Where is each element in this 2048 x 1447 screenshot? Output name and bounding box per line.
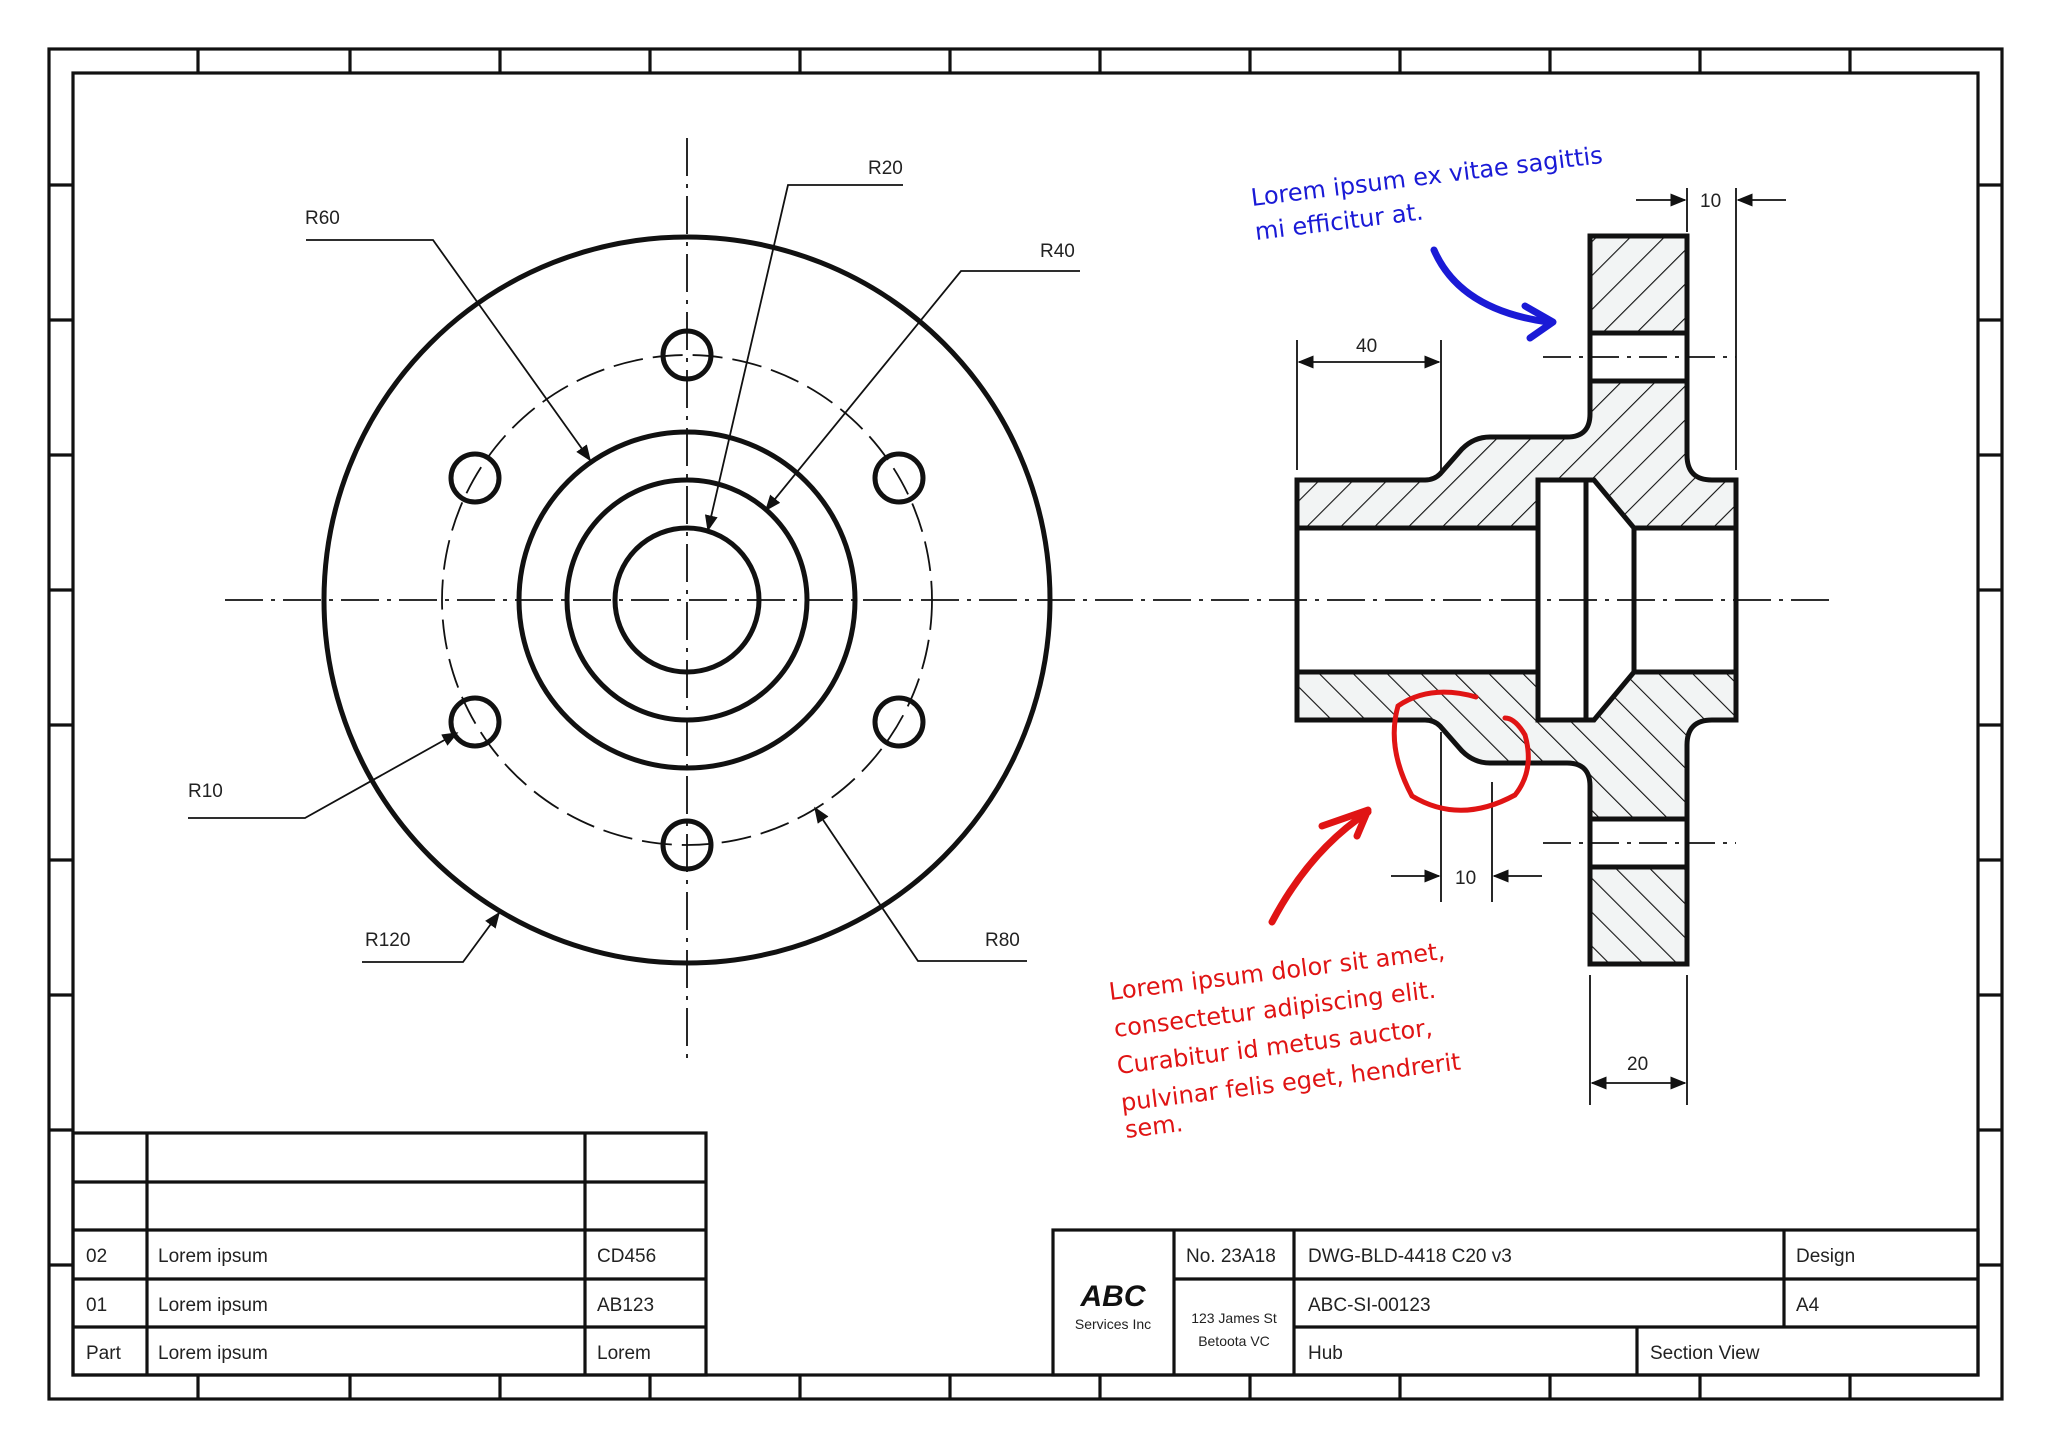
parts-list: 02 Lorem ipsum CD456 01 Lorem ipsum AB12… (71, 1131, 708, 1377)
label-r60: R60 (305, 208, 340, 229)
leader-r80 (814, 806, 1027, 962)
red-note-line: sem. (1123, 1109, 1184, 1144)
bolt-hole (660, 328, 714, 382)
leader-r120 (362, 911, 500, 963)
section-view: 10 40 10 20 (1294, 188, 1786, 1105)
red-arrow-icon (1268, 808, 1372, 926)
bolt-hole (448, 451, 502, 505)
label-r120: R120 (365, 930, 410, 951)
parts-row-desc: Lorem ipsum (158, 1246, 268, 1267)
front-view: R20 R40 R60 R10 R120 R80 (188, 138, 1830, 1065)
address-line2: Betoota VC (1198, 1333, 1270, 1349)
dim-fillet-gap (1391, 732, 1542, 902)
flange-top (1587, 233, 1690, 336)
bolt-hole (660, 818, 714, 872)
parts-header-code: Lorem (597, 1343, 651, 1364)
label-r20: R20 (868, 158, 903, 179)
company-name: Services Inc (1075, 1316, 1151, 1332)
project-id: ABC-SI-00123 (1308, 1295, 1431, 1316)
section-upper-body (1294, 378, 1739, 531)
section-lower-body (1294, 669, 1739, 822)
address-line1: 123 James St (1191, 1310, 1277, 1326)
leader-r40 (764, 270, 1080, 512)
dim-top-flange (1636, 188, 1786, 470)
view-name: Section View (1650, 1343, 1760, 1364)
dim-label-20: 20 (1627, 1054, 1648, 1075)
outer-circle-r120 (321, 234, 1053, 966)
label-r40: R40 (1040, 241, 1075, 262)
title-block: ABC Services Inc No. 23A18 123 James St … (1051, 1228, 1980, 1377)
red-annotation: Lorem ipsum dolor sit amet, consectetur … (1107, 689, 1531, 1144)
leader-r10 (188, 732, 459, 819)
dim-label-bottom-10: 10 (1455, 868, 1476, 889)
parts-row-no: 01 (86, 1295, 107, 1316)
red-circle-highlight (1391, 689, 1531, 813)
sheet-frame (47, 47, 2004, 1401)
dim-flange-width (1589, 975, 1688, 1105)
company-logo: ABC (1080, 1280, 1147, 1313)
leader-r20 (704, 184, 903, 532)
bolt-hole (872, 695, 926, 749)
parts-header-no: Part (86, 1343, 122, 1364)
bore-circle-r20 (612, 525, 762, 675)
hub-circle-r60 (516, 429, 858, 771)
part-name: Hub (1308, 1343, 1343, 1364)
parts-row-no: 02 (86, 1246, 107, 1267)
bolt-hole (448, 695, 502, 749)
stage: Design (1796, 1246, 1855, 1267)
dim-label-40: 40 (1356, 336, 1377, 357)
dim-hub-length (1296, 340, 1442, 470)
bolt-circle-r80 (441, 354, 933, 846)
bolt-hole (872, 451, 926, 505)
blue-annotation: Lorem ipsum ex vitae sagittis mi efficit… (1249, 141, 1604, 342)
blue-note-line1: Lorem ipsum ex vitae sagittis (1249, 141, 1604, 212)
drawing-id: DWG-BLD-4418 C20 v3 (1308, 1246, 1512, 1267)
label-r80: R80 (985, 930, 1020, 951)
parts-header-desc: Lorem ipsum (158, 1343, 268, 1364)
dim-label-top-10: 10 (1700, 191, 1721, 212)
leader-r60 (306, 239, 591, 462)
label-r10: R10 (188, 781, 223, 802)
parts-row-code: CD456 (597, 1246, 656, 1267)
blue-arrow-icon (1430, 246, 1552, 326)
hub-circle-r40 (564, 477, 810, 723)
flange-bottom (1587, 864, 1690, 967)
parts-row-code: AB123 (597, 1295, 654, 1316)
bore-outline (1294, 477, 1739, 723)
bolt-holes (448, 328, 926, 872)
drawing-number: No. 23A18 (1186, 1246, 1276, 1267)
parts-row-desc: Lorem ipsum (158, 1295, 268, 1316)
sheet-size: A4 (1796, 1295, 1820, 1316)
